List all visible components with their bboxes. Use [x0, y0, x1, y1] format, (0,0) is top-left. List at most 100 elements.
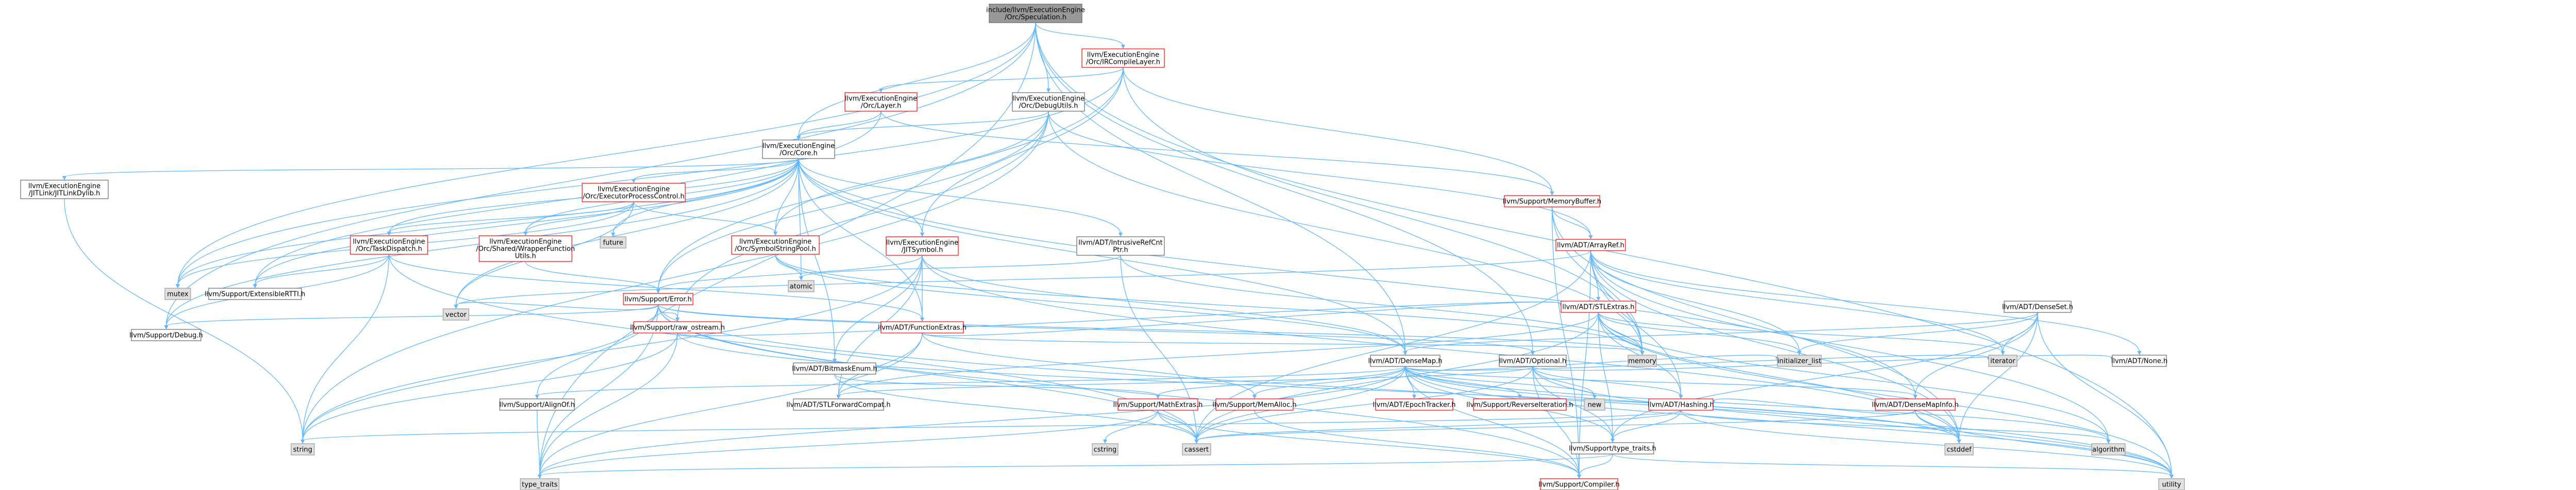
header-node-epoch[interactable]: llvm/ADT/EpochTracker.h — [1372, 398, 1456, 411]
header-node-mathextras[interactable]: llvm/Support/MathExtras.h — [1113, 398, 1203, 411]
node-box — [443, 308, 469, 321]
header-node-jitlink[interactable]: llvm/ExecutionEngine/JITLink/JITLinkDyli… — [20, 180, 109, 199]
header-node-string: string — [291, 443, 315, 456]
header-node-arrayref[interactable]: llvm/ADT/ArrayRef.h — [1555, 239, 1626, 251]
dependency-edge — [1590, 250, 1682, 396]
header-node-compiler[interactable]: llvm/Support/Compiler.h — [1538, 478, 1620, 490]
edge-arrowhead — [164, 325, 168, 329]
header-node-cstring: cstring — [1092, 443, 1118, 456]
dependency-edge — [633, 158, 799, 181]
dependency-edge — [539, 304, 659, 476]
header-node-densemapinfo[interactable]: llvm/ADT/DenseMapInfo.h — [1872, 398, 1959, 411]
dependency-edge — [922, 332, 1255, 396]
node-label: /Orc/IRCompileLayer.h — [1086, 59, 1160, 66]
dependency-edge — [302, 332, 678, 441]
dependency-edge — [798, 158, 835, 360]
header-node-new: new — [1584, 398, 1605, 411]
dependency-edge — [1035, 22, 1533, 353]
header-node-membuf[interactable]: llvm/Support/MemoryBuffer.h — [1503, 195, 1601, 207]
header-node-rawos[interactable]: llvm/Support/raw_ostream.h — [630, 321, 725, 334]
dependency-edge — [1579, 250, 1591, 476]
dependency-edge — [1958, 312, 2038, 441]
dependency-edge — [798, 158, 802, 278]
node-box — [20, 180, 109, 199]
dependency-edge — [1799, 312, 2038, 353]
header-node-debug[interactable]: llvm/Support/Debug.h — [129, 329, 203, 341]
header-node-jitsym[interactable]: llvm/ExecutionEngine/JITSymbol.h — [886, 236, 959, 256]
header-node-hashing[interactable]: llvm/ADT/Hashing.h — [1648, 398, 1714, 411]
dependency-edge — [1590, 250, 2004, 353]
edge-arrowhead — [611, 233, 615, 237]
edge-arrowhead — [920, 233, 924, 237]
header-node-optional[interactable]: llvm/ADT/Optional.h — [1499, 355, 1567, 367]
dependency-edge — [798, 111, 882, 137]
dependency-edge — [1048, 111, 1643, 353]
dependency-edge — [1157, 410, 1580, 476]
header-node-orc-debug[interactable]: llvm/ExecutionEngine/Orc/DebugUtils.h — [1012, 92, 1085, 112]
header-node-root[interactable]: include/llvm/ExecutionEngine/Orc/Specula… — [986, 4, 1085, 23]
node-label: /Orc/Speculation.h — [1005, 14, 1066, 22]
node-box — [1540, 478, 1618, 490]
dependency-edge — [922, 332, 1643, 353]
header-node-wrapper[interactable]: llvm/ExecutionEngine/Orc/Shared/WrapperF… — [476, 235, 575, 262]
node-label: llvm/ExecutionEngine — [1012, 95, 1084, 103]
dependency-edge — [1598, 312, 2172, 476]
header-node-reverseit[interactable]: llvm/Support/ReverseIteration.h — [1466, 398, 1573, 411]
header-node-cstddef: cstddef — [1944, 443, 1974, 456]
edge-arrowhead — [1118, 233, 1123, 237]
header-node-strpool[interactable]: llvm/ExecutionEngine/Orc/SymbolStringPoo… — [731, 235, 820, 255]
header-node-stlfwd[interactable]: llvm/ADT/STLForwardCompat.h — [786, 398, 891, 411]
node-label: llvm/ExecutionEngine — [845, 95, 917, 103]
dependency-edge — [1914, 410, 1960, 441]
header-node-typetraits-llvm[interactable]: llvm/Support/type_traits.h — [1569, 442, 1656, 454]
header-node-orc-ir[interactable]: llvm/ExecutionEngine/Orc/IRCompileLayer.… — [1081, 48, 1165, 68]
dependency-edge — [1105, 410, 1159, 441]
header-node-memalloc[interactable]: llvm/Support/MemAlloc.h — [1212, 398, 1297, 411]
node-label: llvm/ADT/EpochTracker.h — [1372, 401, 1455, 409]
node-label: llvm/Support/MathExtras.h — [1113, 401, 1203, 409]
node-box — [1117, 398, 1198, 411]
header-node-orc-layer[interactable]: llvm/ExecutionEngine/Orc/Layer.h — [844, 92, 918, 112]
node-label: Ptr.h — [1113, 247, 1128, 254]
header-node-orc-core[interactable]: llvm/ExecutionEngine/Orc/Core.h — [762, 139, 835, 159]
node-label: llvm/ExecutionEngine — [1087, 51, 1159, 59]
node-label: /Orc/SymbolStringPool.h — [735, 246, 816, 253]
header-node-none[interactable]: llvm/ADT/None.h — [2111, 355, 2167, 367]
dependency-edge — [1196, 410, 1682, 441]
node-label: mutex — [167, 291, 189, 299]
header-node-error[interactable]: llvm/Support/Error.h — [623, 293, 693, 305]
dependency-edge — [1551, 206, 1591, 237]
node-label: future — [603, 239, 623, 247]
dependency-edge — [255, 254, 389, 286]
node-box — [1571, 442, 1654, 454]
header-node-bitmask[interactable]: llvm/ADT/BitmaskEnum.h — [792, 362, 877, 375]
dependency-edge — [177, 158, 799, 286]
header-node-funcextras[interactable]: llvm/ADT/FunctionExtras.h — [878, 321, 967, 334]
header-node-epc[interactable]: llvm/ExecutionEngine/Orc/ExecutorProcess… — [582, 183, 686, 202]
dependency-edge — [922, 255, 1406, 353]
header-node-densemap[interactable]: llvm/ADT/DenseMap.h — [1368, 355, 1443, 367]
edge-arrowhead — [2170, 475, 2174, 479]
dependency-edge — [880, 67, 1124, 90]
dependency-edge — [1532, 355, 2113, 371]
header-node-alignof[interactable]: llvm/Support/AlignOf.h — [499, 398, 575, 411]
header-node-extrtti[interactable]: llvm/Support/ExtensibleRTTI.h — [205, 288, 306, 300]
dependency-edge — [922, 301, 1562, 336]
dependency-edge — [1123, 67, 1553, 193]
dependency-edge — [536, 366, 1406, 396]
dependency-edge — [302, 254, 389, 441]
node-box — [844, 92, 918, 112]
node-label: llvm/Support/AlignOf.h — [499, 401, 575, 409]
header-node-denseset[interactable]: llvm/ADT/DenseSet.h — [2002, 301, 2073, 313]
dependency-edge — [1612, 453, 2172, 476]
edge-arrowhead — [632, 179, 636, 183]
node-box — [1875, 398, 1956, 411]
node-box — [582, 183, 686, 202]
edge-arrowhead — [1412, 395, 1416, 399]
node-label: include/llvm/ExecutionEngine — [986, 7, 1085, 14]
dependency-edge — [1196, 366, 1533, 441]
header-node-taskdisp[interactable]: llvm/ExecutionEngine/Orc/TaskDispatch.h — [350, 235, 428, 255]
dependency-edge — [1612, 410, 1682, 440]
header-node-stlextras[interactable]: llvm/ADT/STLExtras.h — [1561, 301, 1636, 313]
